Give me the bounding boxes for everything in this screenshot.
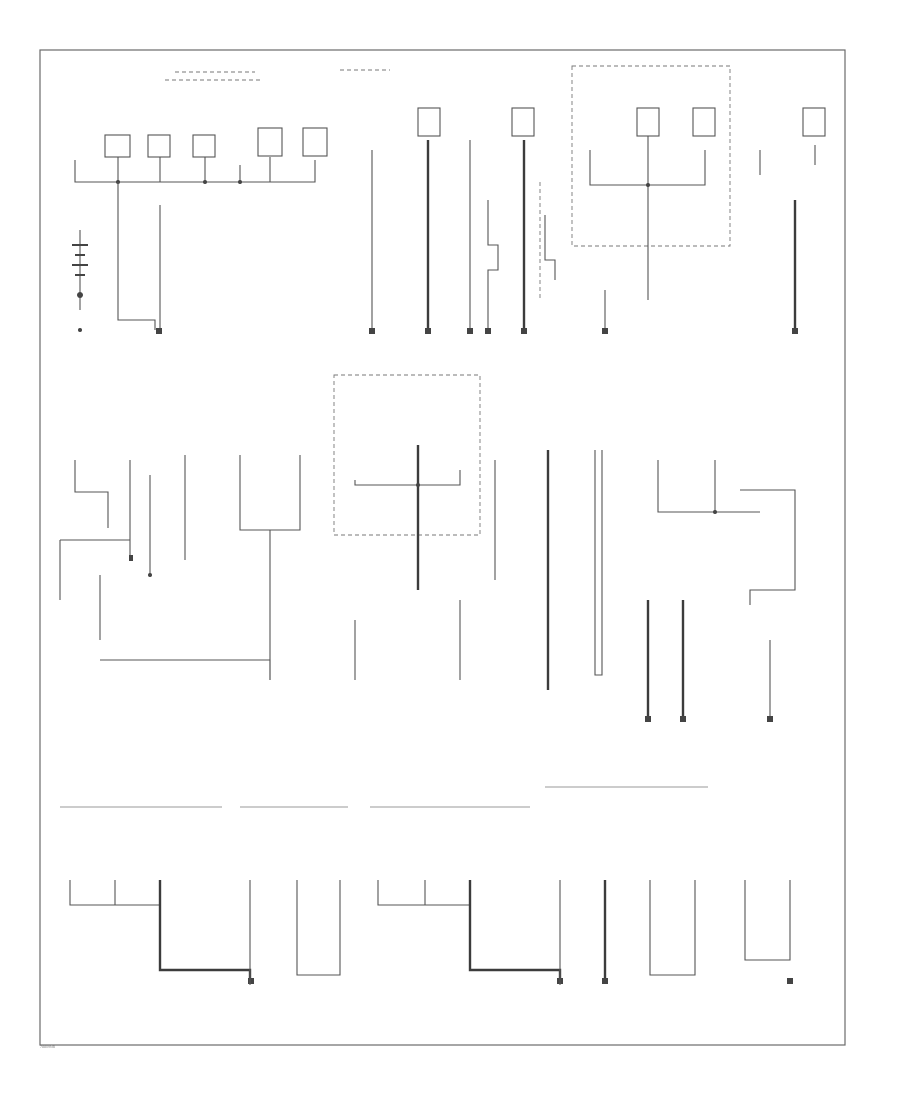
section-top bbox=[72, 65, 826, 334]
connector-box bbox=[302, 127, 328, 157]
battery-icon bbox=[72, 230, 88, 332]
section-bottom bbox=[60, 786, 793, 985]
header-labels-top bbox=[165, 69, 390, 81]
diagram-border bbox=[39, 49, 846, 1046]
connector-box bbox=[257, 127, 283, 157]
connector-box bbox=[802, 107, 826, 137]
connector-box bbox=[417, 107, 441, 137]
connector-box bbox=[511, 107, 535, 137]
section-middle bbox=[59, 374, 796, 722]
connector-box bbox=[192, 134, 216, 158]
diagram-code: 78809NB bbox=[40, 1045, 56, 1049]
module-dashed-box bbox=[571, 65, 731, 247]
connector-box bbox=[636, 107, 660, 137]
connector-box bbox=[147, 134, 171, 158]
connector-box bbox=[692, 107, 716, 137]
module-dashed-box bbox=[333, 374, 481, 536]
connector-box bbox=[104, 134, 131, 158]
